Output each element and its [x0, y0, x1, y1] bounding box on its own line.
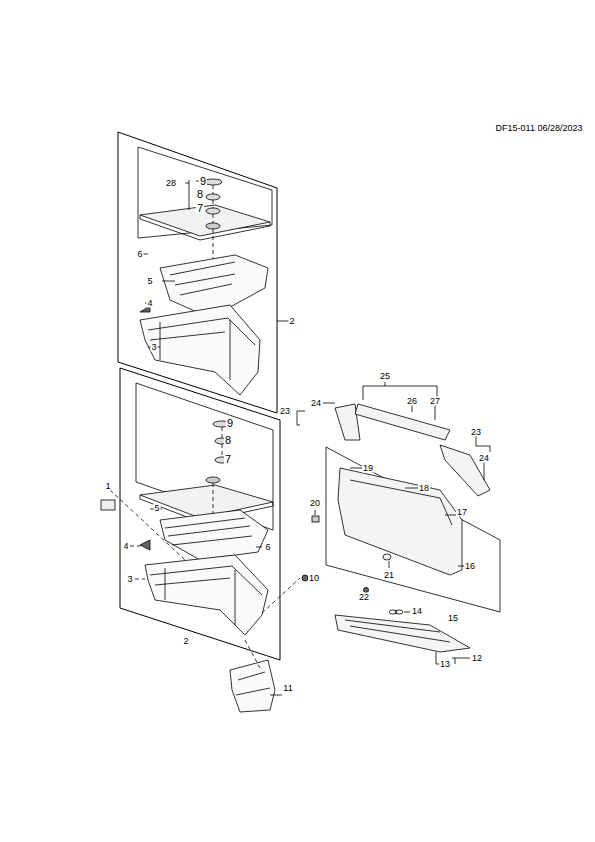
callout-number: 27 — [429, 397, 441, 406]
callout-number: 21 — [383, 571, 395, 580]
callout-number: 23 — [470, 428, 482, 437]
callout-number: 24 — [310, 399, 322, 408]
callout-number: 9 — [199, 176, 207, 187]
callout-number: 25 — [379, 372, 391, 381]
callout-number: 8 — [196, 189, 204, 200]
callout-number: 2 — [182, 637, 189, 646]
callout-number: 23 — [279, 407, 291, 416]
callout-number: 2 — [288, 317, 295, 326]
callout-number: 1 — [104, 482, 111, 491]
callout-number: 15 — [447, 614, 459, 623]
callout-number: 24 — [478, 454, 490, 463]
callout-number: 18 — [418, 484, 430, 493]
callout-number: 20 — [309, 499, 321, 508]
callout-number: 7 — [196, 203, 204, 214]
callout-number: 7 — [224, 454, 232, 465]
callout-number: 16 — [464, 562, 476, 571]
callout-number: 28 — [165, 179, 177, 188]
callout-number: 5 — [146, 277, 153, 286]
callout-number: 9 — [226, 418, 234, 429]
callout-number: 3 — [150, 343, 157, 352]
drawing-number: DF15-011 06/28/2023 — [495, 124, 584, 133]
callout-number: 26 — [406, 397, 418, 406]
callout-number: 13 — [439, 660, 451, 669]
callout-number: 3 — [126, 575, 133, 584]
callout-number: 10 — [308, 574, 320, 583]
callout-number: 8 — [224, 435, 232, 446]
callout-number: 12 — [471, 654, 483, 663]
callout-number: 4 — [122, 542, 129, 551]
callout-number: 6 — [136, 250, 143, 259]
callout-number: 22 — [358, 593, 370, 602]
callout-number: 6 — [264, 543, 271, 552]
callout-number: 14 — [411, 607, 423, 616]
callout-number: 4 — [146, 299, 153, 308]
callout-number: 19 — [362, 464, 374, 473]
callout-number: 17 — [456, 508, 468, 517]
callout-number: 5 — [153, 504, 160, 513]
callout-number: 11 — [282, 684, 293, 693]
